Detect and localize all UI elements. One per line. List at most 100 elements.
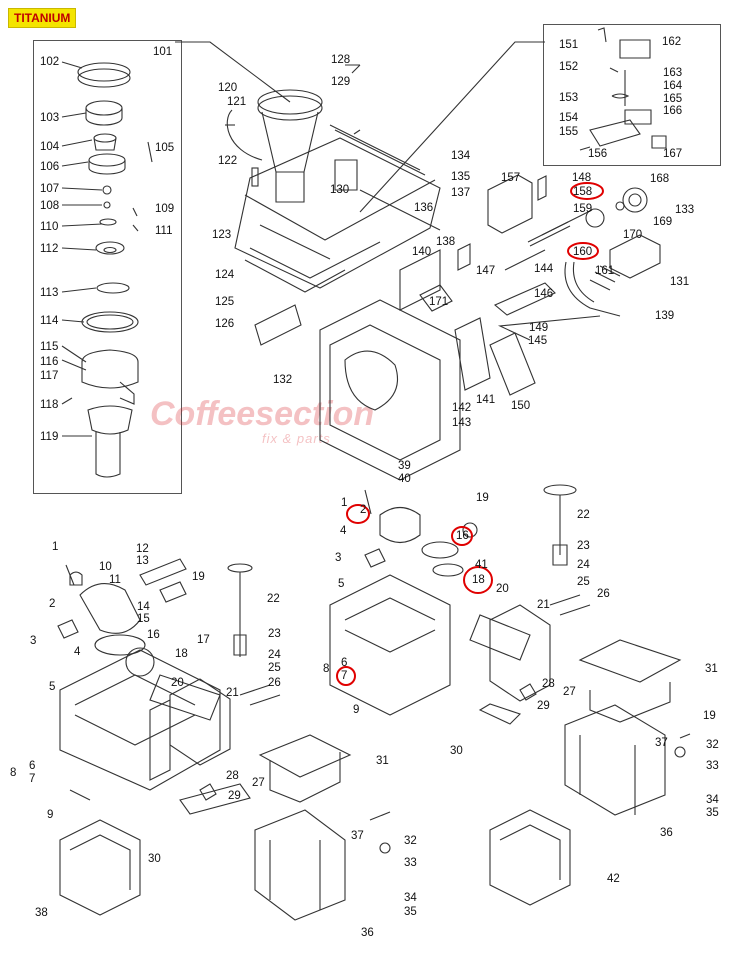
part-label: 121 — [227, 96, 247, 108]
part-label: 170 — [623, 229, 643, 241]
burr-ring — [77, 62, 131, 82]
part-label: 32 — [706, 739, 719, 751]
part-label: 118 — [40, 399, 59, 411]
part-label: 126 — [215, 318, 235, 330]
part-label: 26 — [597, 588, 610, 600]
part-label: 10 — [99, 561, 112, 573]
part-label: 165 — [663, 93, 683, 105]
part-label: 41 — [475, 559, 488, 571]
highlight-circle-18 — [463, 566, 493, 594]
part-label: 134 — [451, 150, 471, 162]
part-label: 137 — [451, 187, 471, 199]
part-label: 138 — [436, 236, 456, 248]
part-label: 18 — [472, 574, 485, 586]
part-label: 35 — [404, 906, 417, 918]
part-label: 141 — [476, 394, 496, 406]
part-label: 152 — [559, 61, 579, 73]
part-label: 23 — [577, 540, 590, 552]
part-label: 151 — [559, 39, 579, 51]
part-label: 105 — [155, 142, 175, 154]
part-label: 106 — [40, 161, 60, 173]
part-label: 143 — [452, 417, 472, 429]
part-label: 139 — [655, 310, 675, 322]
part-label: 3 — [30, 635, 37, 647]
part-label: 147 — [476, 265, 496, 277]
part-label: 37 — [655, 737, 668, 749]
part-label: 153 — [559, 92, 579, 104]
part-label: 161 — [595, 265, 615, 277]
part-label: 128 — [331, 54, 351, 66]
part-label: 28 — [542, 678, 555, 690]
part-label: 13 — [136, 555, 149, 567]
part-label: 21 — [537, 599, 550, 611]
part-label: 119 — [40, 431, 59, 443]
part-label: 120 — [218, 82, 238, 94]
part-label: 166 — [663, 105, 683, 117]
part-label: 145 — [528, 335, 548, 347]
part-label: 125 — [215, 296, 235, 308]
part-label: 9 — [353, 704, 360, 716]
part-label: 107 — [40, 183, 60, 195]
part-label: 1 — [341, 497, 348, 509]
part-label: 131 — [670, 276, 690, 288]
part-label: 22 — [577, 509, 590, 521]
part-label: 140 — [412, 246, 432, 258]
part-label: 113 — [40, 287, 59, 299]
part-label: 15 — [137, 613, 150, 625]
part-label: 2 — [360, 504, 367, 516]
part-label: 34 — [706, 794, 719, 806]
part-label: 33 — [404, 857, 417, 869]
part-label: 3 — [335, 552, 342, 564]
part-label: 29 — [228, 790, 241, 802]
part-label: 154 — [559, 112, 579, 124]
part-label: 122 — [218, 155, 238, 167]
part-label: 142 — [452, 402, 472, 414]
part-label: 114 — [40, 315, 59, 327]
part-label: 6 — [29, 760, 36, 772]
part-label: 167 — [663, 148, 683, 160]
part-label: 20 — [171, 677, 184, 689]
part-label: 9 — [47, 809, 54, 821]
part-label: 31 — [705, 663, 718, 675]
part-label: 4 — [340, 525, 347, 537]
part-label: 25 — [577, 576, 590, 588]
part-label: 149 — [529, 322, 549, 334]
part-label: 164 — [663, 80, 683, 92]
part-label: 169 — [653, 216, 673, 228]
part-label: 103 — [40, 112, 60, 124]
part-label: 115 — [40, 341, 59, 353]
part-label: 157 — [501, 172, 521, 184]
part-label: 29 — [537, 700, 550, 712]
highlight-circle-4 — [346, 504, 370, 524]
part-label: 158 — [573, 186, 593, 198]
part-label: 32 — [404, 835, 417, 847]
highlight-circle-160 — [567, 242, 599, 260]
part-label: 26 — [268, 677, 281, 689]
part-label: 104 — [40, 141, 60, 153]
part-label: 22 — [267, 593, 280, 605]
part-label: 39 — [398, 460, 411, 472]
part-label: 38 — [35, 907, 48, 919]
part-label: 162 — [662, 36, 682, 48]
part-label: 21 — [226, 687, 239, 699]
part-label: 133 — [675, 204, 695, 216]
grinder-group-box — [33, 40, 182, 494]
part-label: 24 — [577, 559, 590, 571]
part-label: 12 — [136, 543, 149, 555]
part-label: 108 — [40, 200, 60, 212]
highlight-circle-16 — [451, 526, 473, 546]
part-label: 110 — [40, 221, 59, 233]
part-label: 8 — [10, 767, 17, 779]
part-label: 116 — [40, 356, 59, 368]
highlight-circle-158 — [570, 182, 604, 200]
part-label: 117 — [40, 370, 59, 382]
part-label: 19 — [703, 710, 716, 722]
part-label: 30 — [450, 745, 463, 757]
part-label: 150 — [511, 400, 531, 412]
part-label: 8 — [323, 663, 330, 675]
part-label: 101 — [153, 46, 173, 58]
part-label: 30 — [148, 853, 161, 865]
part-label: 36 — [361, 927, 374, 939]
